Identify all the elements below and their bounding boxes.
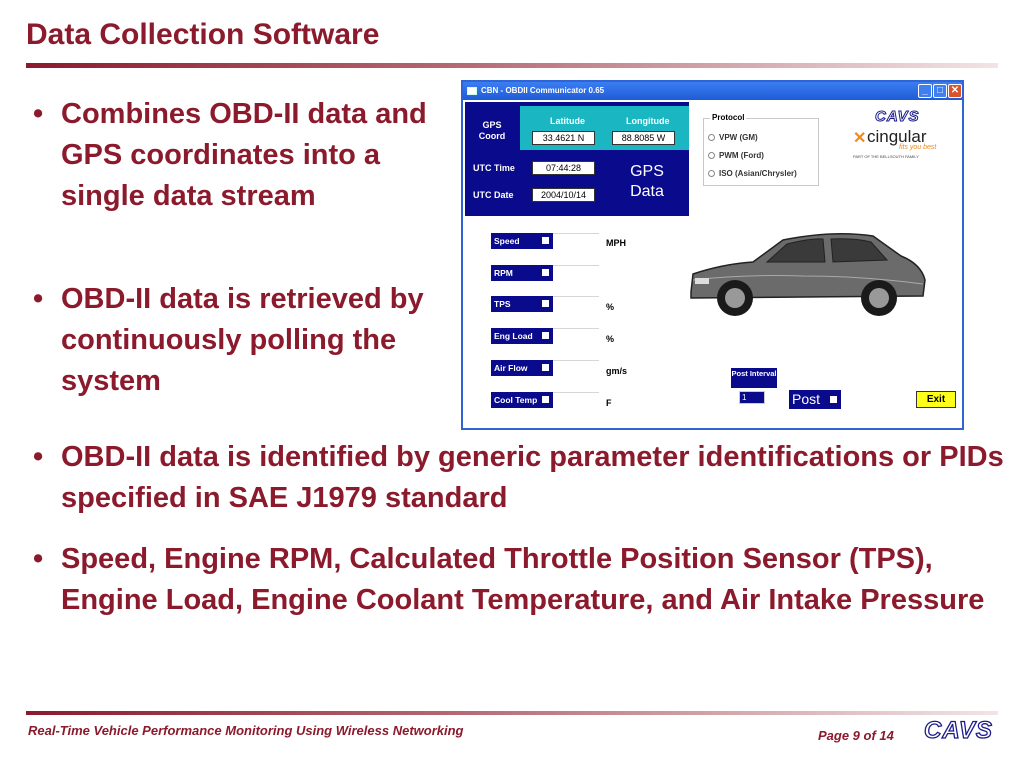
title-divider [26,63,998,68]
latitude-field[interactable]: 33.4621 N [532,131,595,145]
bullet-marker: • [33,543,44,575]
footer-cavs-logo: CAVS [923,716,993,744]
footer-divider [26,711,998,715]
bullet-text: Speed, Engine RPM, Calculated Throttle P… [61,543,985,616]
param-label-text: Speed [494,236,520,246]
protocol-option-vpw[interactable]: VPW (GM) [708,133,758,142]
footer-title: Real-Time Vehicle Performance Monitoring… [28,723,464,738]
radio-icon [708,170,715,178]
gps-coord-label: GPS Coord [478,120,506,141]
latitude-label: Latitude [550,116,585,126]
post-interval-input[interactable]: 1 [739,391,765,404]
utc-time-label: UTC Time [473,163,515,173]
protocol-option-label: VPW (GM) [719,133,758,142]
utc-date-field[interactable]: 2004/10/14 [532,188,595,202]
page-number: Page 9 of 14 [818,728,894,743]
utc-time-field[interactable]: 07:44:28 [532,161,595,175]
param-divider [553,328,599,329]
bullet-text: OBD-II data is retrieved by continuously… [61,283,424,397]
close-button[interactable]: ✕ [948,84,962,98]
protocol-option-label: PWM (Ford) [719,151,764,160]
param-label-text: Air Flow [494,363,528,373]
exit-button[interactable]: Exit [916,391,956,408]
maximize-button[interactable]: □ [933,84,947,98]
slide-title: Data Collection Software [26,18,380,51]
bullet-marker: • [33,441,44,473]
bullet-item-3: • OBD-II data is identified by generic p… [33,437,1011,519]
param-divider [553,265,599,266]
param-tps[interactable]: TPS [491,296,553,312]
cavs-logo: CAVS [875,108,920,126]
longitude-field[interactable]: 88.8085 W [612,131,675,145]
checkbox-icon[interactable] [542,364,549,371]
param-label-text: TPS [494,299,511,309]
cingular-x-icon: ✕ [853,130,867,147]
param-label-text: RPM [494,268,513,278]
bullet-text: Combines OBD-II data and GPS coordinates… [61,98,427,212]
param-label-text: Eng Load [494,331,533,341]
cingular-name: cingular [867,127,927,146]
param-cool-temp[interactable]: Cool Temp [491,392,553,408]
bullet-item-4: • Speed, Engine RPM, Calculated Throttle… [33,539,1011,621]
window-titlebar: CBN - OBDII Communicator 0.65 _ □ ✕ [463,82,962,100]
bullet-item-2: • OBD-II data is retrieved by continuous… [33,279,451,402]
param-divider [553,296,599,297]
checkbox-icon[interactable] [542,269,549,276]
window-title: CBN - OBDII Communicator 0.65 [481,86,605,95]
protocol-option-label: ISO (Asian/Chrysler) [719,169,797,178]
cingular-tagline: fits you best [899,144,937,151]
gps-coord-header: Latitude Longitude 33.4621 N 88.8085 W [520,106,689,150]
protocol-option-iso[interactable]: ISO (Asian/Chrysler) [708,169,797,178]
param-unit: gm/s [606,366,628,376]
checkbox-icon[interactable] [830,396,837,403]
bullet-marker: • [33,283,44,315]
gps-data-label: GPS Data [630,163,664,200]
post-button[interactable]: Post [789,390,841,409]
radio-icon [708,134,715,142]
param-air-flow[interactable]: Air Flow [491,360,553,376]
checkbox-icon[interactable] [542,332,549,339]
post-interval-label: Post Interval [731,368,777,388]
param-rpm[interactable]: RPM [491,265,553,281]
obd-communicator-window: CBN - OBDII Communicator 0.65 _ □ ✕ GPS … [461,80,964,430]
param-divider [553,233,599,234]
param-eng-load[interactable]: Eng Load [491,328,553,344]
protocol-group: Protocol VPW (GM) PWM (Ford) ISO (Asian/… [703,113,819,186]
param-divider [553,360,599,361]
cingular-part-of: PART OF THE BELLSOUTH FAMILY [853,154,919,159]
param-unit: MPH [606,238,626,248]
param-label-text: Cool Temp [494,395,538,405]
param-unit: F [606,398,612,408]
utc-date-label: UTC Date [473,190,514,200]
checkbox-icon[interactable] [542,300,549,307]
app-icon [467,87,477,95]
radio-icon [708,152,715,160]
bullet-text: OBD-II data is identified by generic par… [61,441,1004,514]
protocol-title: Protocol [710,113,747,122]
longitude-label: Longitude [626,116,670,126]
post-button-label: Post [792,391,821,407]
bullet-marker: • [33,98,44,130]
param-unit: % [606,302,615,312]
bullet-item-1: • Combines OBD-II data and GPS coordinat… [33,94,441,217]
car-image [690,233,926,316]
param-speed[interactable]: Speed [491,233,553,249]
protocol-option-pwm[interactable]: PWM (Ford) [708,151,764,160]
checkbox-icon[interactable] [542,237,549,244]
checkbox-icon[interactable] [542,396,549,403]
gps-panel: GPS Coord Latitude Longitude 33.4621 N 8… [465,102,689,216]
param-divider [553,392,599,393]
param-unit: % [606,334,615,344]
minimize-button[interactable]: _ [918,84,932,98]
